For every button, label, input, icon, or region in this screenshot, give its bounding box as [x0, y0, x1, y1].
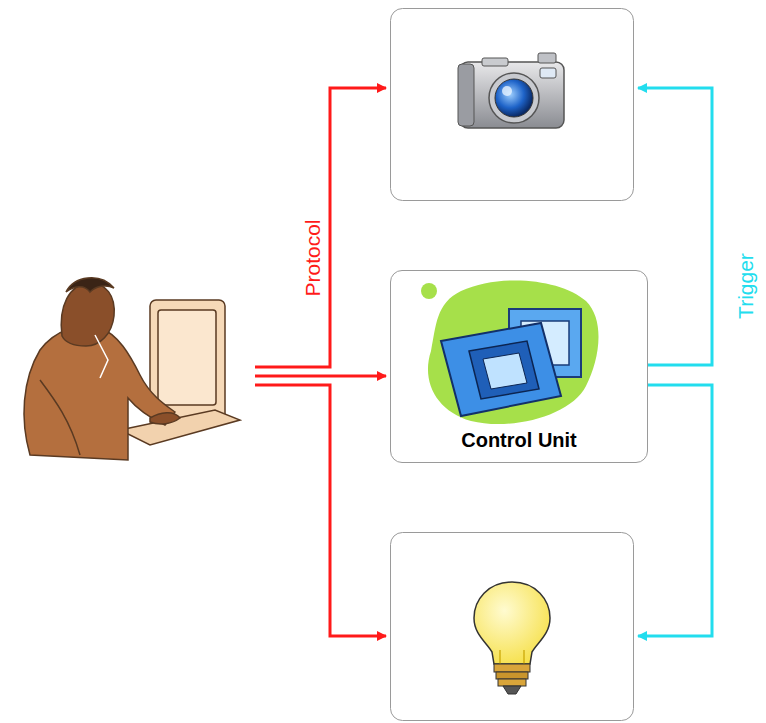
- protocol-label: Protocol: [300, 216, 324, 299]
- protocol-wires: [255, 88, 386, 636]
- control-unit-box: Control Unit: [390, 270, 648, 463]
- lamp-box: [391, 533, 634, 721]
- person-illustration: [24, 278, 240, 460]
- node-label: Control Unit: [391, 429, 647, 452]
- camera-icon: [458, 53, 564, 128]
- camera-box: [391, 9, 634, 201]
- bulb-icon: [474, 582, 550, 694]
- trigger-label: Trigger: [734, 250, 758, 322]
